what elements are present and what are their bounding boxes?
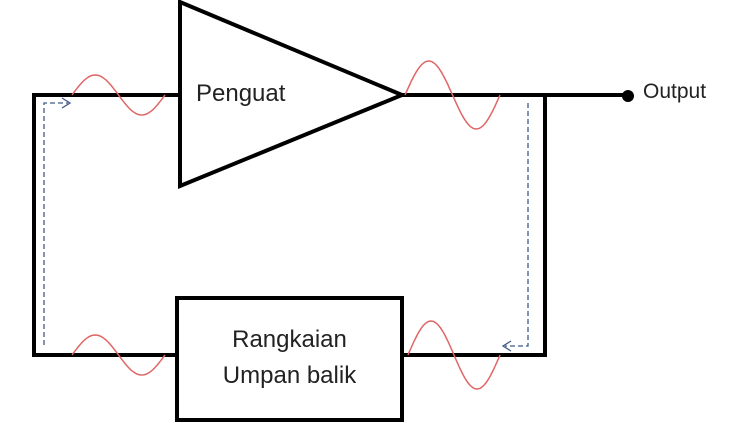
feedback-output-wave: [407, 320, 501, 390]
output-signal-wave: [404, 60, 501, 130]
feedback-input-wave: [71, 334, 166, 376]
amplifier-triangle: [178, 0, 408, 189]
input-signal-wave: [71, 74, 166, 116]
feedback-label-line1: Rangkaian: [232, 326, 347, 353]
output-terminal-dot: [622, 90, 634, 102]
output-label: Output: [643, 80, 707, 103]
feedback-path-left: [43, 102, 68, 345]
amplifier-label: Penguat: [196, 80, 286, 107]
feedback-path-right: [505, 103, 529, 347]
feedback-network-box: [175, 296, 404, 422]
feedback-label-line2: Umpan balik: [222, 362, 357, 389]
input-wire: [32, 93, 180, 357]
arrow-left-icon: [501, 340, 512, 352]
arrow-right-icon: [61, 97, 72, 109]
feedback-return-wire: [402, 95, 547, 357]
